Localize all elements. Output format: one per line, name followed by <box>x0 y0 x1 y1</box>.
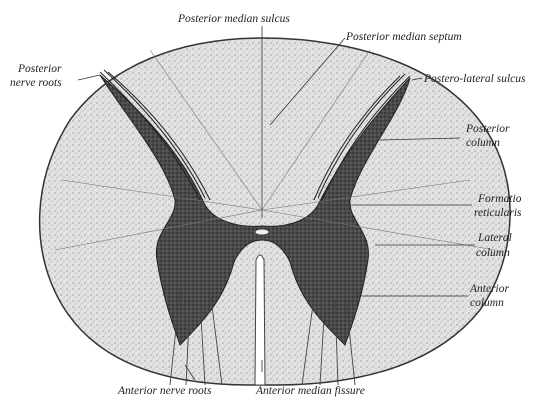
label-posterior-median-sulcus: Posterior median sulcus <box>177 13 290 25</box>
label-posterior-column-line2: column <box>466 137 500 149</box>
anterior-median-fissure <box>255 255 265 385</box>
label-anterior-nerve-roots: Anterior nerve roots <box>117 385 212 397</box>
label-posterior-median-septum: Posterior median septum <box>345 31 462 43</box>
label-posterior-nerve-roots-line1: Posterior <box>17 63 62 75</box>
label-anterior-column-line1: Anterior <box>469 283 509 295</box>
label-posterior-nerve-roots-line2: nerve roots <box>10 77 62 89</box>
central-canal <box>255 229 269 235</box>
label-postero-lateral-sulcus: Postero-lateral sulcus <box>423 73 526 85</box>
label-formatio-reticularis-line1: Formatio <box>477 193 522 205</box>
label-formatio-reticularis-line2: reticularis <box>474 207 522 219</box>
label-anterior-column-line2: column <box>470 297 504 309</box>
label-posterior-column-line1: Posterior <box>465 123 510 135</box>
label-lateral-column-line2: column <box>476 247 510 259</box>
label-lateral-column-line1: Lateral <box>477 232 512 244</box>
label-anterior-median-fissure: Anterior median fissure <box>255 385 365 397</box>
